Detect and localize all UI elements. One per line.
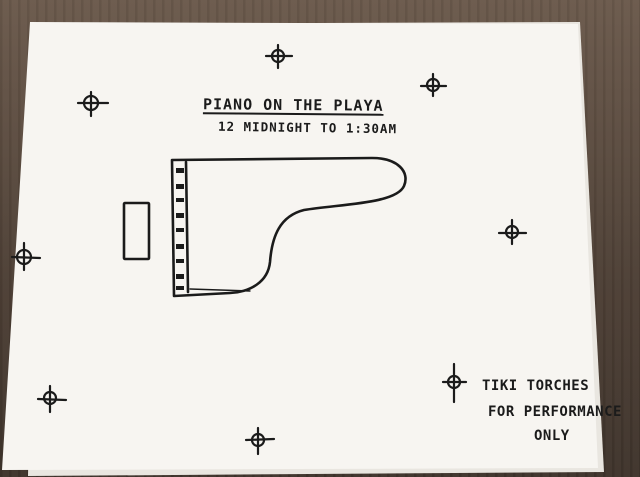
piano-keys: [176, 168, 184, 290]
drawing-subtitle: 12 MIDNIGHT TO 1:30AM: [217, 118, 398, 137]
torch-marker-top-right: [419, 72, 448, 98]
piano-bench: [122, 201, 151, 261]
torch-marker-legend: [441, 362, 468, 404]
paper-main: [2, 22, 598, 470]
torch-marker-bottom-left: [36, 384, 68, 414]
piano-drawing: [170, 156, 407, 298]
torch-note-line-2: FOR PERFORMANCE: [488, 404, 622, 420]
torch-note-line-3: ONLY: [534, 428, 570, 444]
torch-marker-top-center: [264, 43, 294, 70]
torch-marker-right: [497, 218, 528, 246]
torch-note-line-1: TIKI TORCHES: [482, 378, 590, 394]
torch-marker-left: [10, 241, 42, 272]
torch-marker-bottom-center: [244, 426, 276, 456]
drawing-title: PIANO ON THE PLAYA: [202, 95, 384, 115]
torch-marker-top-left: [76, 90, 110, 118]
